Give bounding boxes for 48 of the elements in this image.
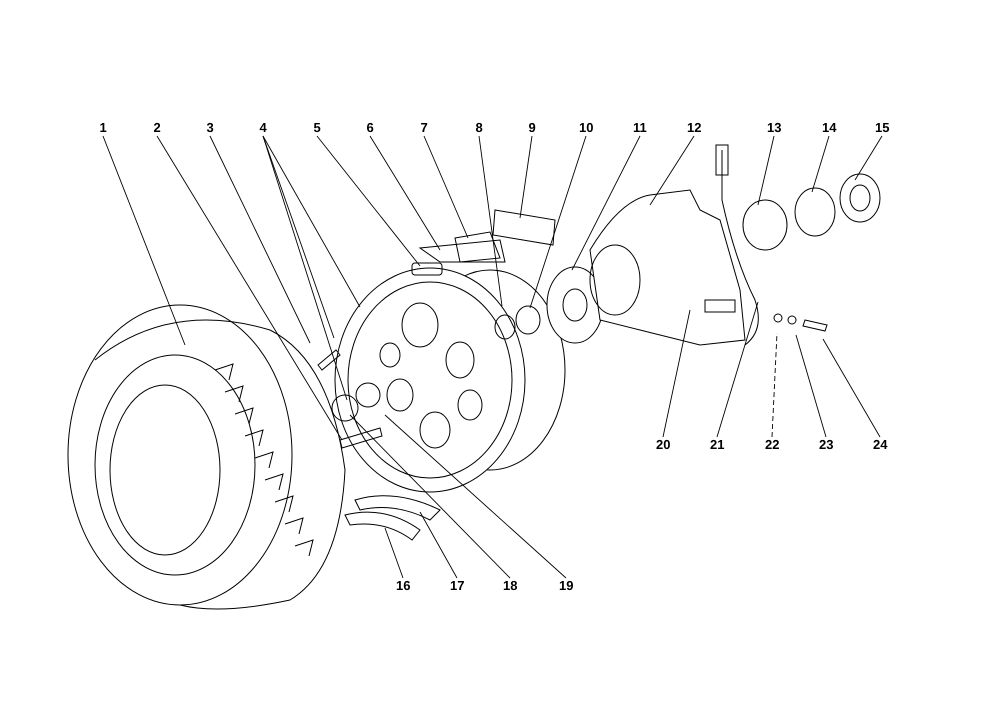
leader-line [370, 136, 440, 250]
callout-number: 18 [503, 578, 518, 594]
leader-line [316, 136, 420, 266]
leader-line [384, 528, 404, 578]
leader-line [262, 136, 360, 308]
leader-line [530, 136, 586, 308]
leader-line [758, 136, 774, 206]
leader-line [662, 310, 690, 438]
callout-number: 8 [476, 120, 483, 136]
callout-number: 13 [767, 120, 782, 136]
leader-line [420, 512, 458, 578]
leader-line [650, 136, 694, 206]
leader-line [796, 334, 826, 438]
callout-number: 9 [528, 120, 536, 136]
callout-number: 17 [450, 578, 464, 594]
leader-line [210, 136, 310, 344]
callout-number: 6 [366, 120, 374, 136]
callout-number: 3 [206, 120, 214, 136]
leader-line [384, 414, 566, 578]
callout-number: 23 [819, 437, 834, 453]
callout-number: 24 [873, 437, 888, 453]
callout-number: 20 [656, 437, 670, 453]
leader-line [822, 338, 880, 438]
callout-number: 22 [765, 437, 780, 453]
leader-line [572, 136, 640, 270]
leader-line [520, 136, 532, 218]
callout-number: 16 [396, 578, 410, 594]
callout-number: 4 [260, 120, 267, 136]
leader-line [716, 302, 758, 438]
leader-line [156, 136, 342, 440]
callout-number: 12 [687, 120, 702, 136]
callout-number: 15 [875, 120, 890, 136]
leader-line [350, 414, 510, 578]
callout-number: 5 [314, 120, 321, 136]
callout-number: 7 [420, 120, 428, 136]
leader-line [478, 136, 502, 306]
callout-number: 1 [100, 120, 107, 136]
callout-number: 2 [154, 120, 161, 136]
callout-number: 21 [710, 437, 724, 453]
callout-number: 11 [633, 120, 647, 136]
leader-line [854, 136, 882, 180]
callout-number: 14 [822, 120, 836, 136]
callout-number: 19 [559, 578, 574, 594]
callout-number: 10 [579, 120, 594, 136]
leader-line [102, 136, 186, 346]
leader-line [424, 136, 468, 238]
leader-line [812, 136, 830, 192]
leader-line [262, 136, 348, 400]
